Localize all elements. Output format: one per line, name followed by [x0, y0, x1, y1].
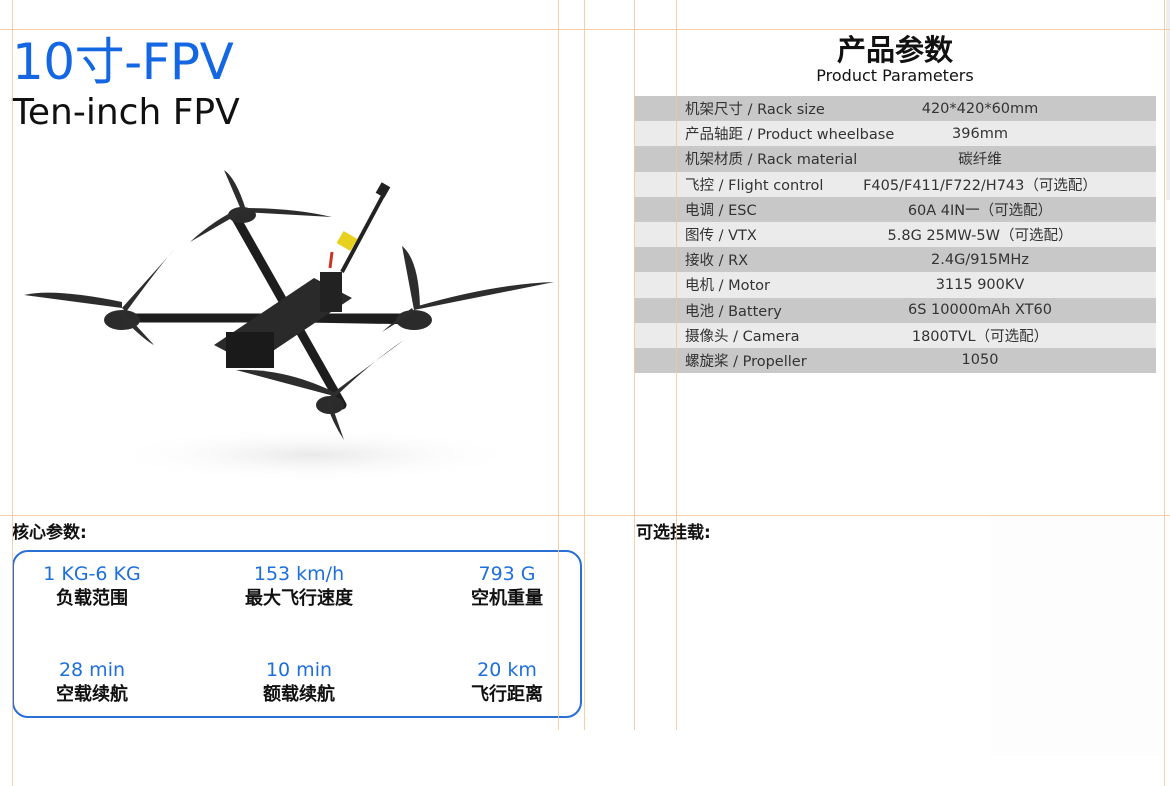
param-value: 1050	[961, 352, 999, 369]
core-param-weight: 793 G 空机重量	[427, 562, 587, 612]
core-param-empty-endurance: 28 min 空载续航	[12, 658, 172, 708]
table-row: 图传 / VTX 5.8G 25MW-5W（可选配）	[634, 221, 1156, 248]
param-value: 396mm	[952, 125, 1008, 142]
core-param-value: 1 KG-6 KG	[43, 563, 141, 585]
param-key: 接收 / RX	[685, 253, 749, 270]
table-row: 电调 / ESC 60A 4IN一（可选配）	[634, 196, 1156, 222]
drone-icon	[24, 170, 554, 483]
core-param-value: 28 min	[58, 659, 126, 681]
product-title-en: Ten-inch FPV	[12, 92, 240, 133]
core-param-value: 793 G	[478, 563, 536, 585]
param-key: 机架尺寸 / Rack size	[685, 102, 825, 119]
table-row: 飞控 / Flight control F405/F411/F722/H743（可…	[634, 171, 1156, 197]
param-value: 1800TVL（可选配）	[911, 328, 1049, 345]
core-params-box: 1 KG-6 KG 负载范围 153 km/h 最大飞行速度 793 G 空机重…	[12, 550, 582, 718]
guide-line-vertical	[1164, 0, 1165, 786]
optional-payload-label: 可选挂载:	[636, 523, 711, 543]
core-param-label: 最大飞行速度	[245, 588, 353, 609]
guide-line-vertical	[634, 0, 635, 730]
core-param-value: 10 min	[265, 659, 333, 681]
core-param-loaded-endurance: 10 min 额载续航	[219, 658, 379, 708]
core-param-label: 飞行距离	[471, 684, 543, 705]
table-row: 产品轴距 / Product wheelbase 396mm	[634, 121, 1156, 147]
param-key: 电机 / Motor	[685, 278, 771, 295]
table-row: 机架材质 / Rack material 碳纤维	[634, 146, 1156, 172]
core-param-value: 153 km/h	[253, 563, 345, 585]
param-key: 图传 / VTX	[685, 228, 757, 245]
params-table: 机架尺寸 / Rack size 420*420*60mm 产品轴距 / Prod…	[634, 96, 1156, 374]
core-param-label: 空机重量	[471, 588, 543, 609]
core-param-label: 负载范围	[56, 588, 128, 609]
page-edge-shadow	[1166, 0, 1170, 200]
param-value: 3115 900KV	[935, 276, 1025, 293]
params-title-en: Product Parameters	[816, 66, 974, 85]
param-value: 420*420*60mm	[921, 100, 1039, 117]
table-row: 电机 / Motor 3115 900KV	[634, 272, 1156, 298]
guide-line-vertical	[558, 0, 559, 730]
table-row: 电池 / Battery 6S 10000mAh XT60	[634, 297, 1156, 323]
core-param-label: 额载续航	[263, 684, 335, 705]
table-row: 接收 / RX 2.4G/915MHz	[634, 247, 1156, 273]
table-row: 机架尺寸 / Rack size 420*420*60mm	[634, 96, 1156, 122]
param-key: 机架材质 / Rack material	[685, 152, 858, 169]
param-key: 螺旋桨 / Propeller	[685, 353, 807, 370]
param-value: 2.4G/915MHz	[931, 251, 1029, 268]
param-key: 飞控 / Flight control	[685, 177, 824, 194]
core-param-max-speed: 153 km/h 最大飞行速度	[219, 562, 379, 612]
optional-payload-area	[990, 516, 1160, 756]
guide-line-vertical	[584, 0, 585, 730]
param-key: 电池 / Battery	[685, 303, 782, 320]
guide-line-horizontal	[0, 29, 1170, 30]
core-params-label: 核心参数:	[12, 523, 87, 543]
core-param-payload: 1 KG-6 KG 负载范围	[12, 562, 172, 612]
param-value: 60A 4IN一（可选配）	[907, 202, 1053, 219]
guide-line-vertical	[676, 0, 677, 730]
param-value: 5.8G 25MW-5W（可选配）	[887, 228, 1073, 245]
param-key: 电调 / ESC	[685, 202, 757, 219]
product-image	[14, 160, 562, 485]
core-param-range: 20 km 飞行距离	[427, 658, 587, 708]
guide-line-vertical	[12, 0, 13, 786]
param-key: 产品轴距 / Product wheelbase	[685, 127, 895, 144]
guide-line-horizontal	[0, 515, 1170, 516]
params-title-cn: 产品参数	[836, 33, 953, 67]
table-row: 螺旋桨 / Propeller 1050	[634, 347, 1156, 374]
param-value: 碳纤维	[958, 152, 1002, 169]
param-value: F405/F411/F722/H743（可选配）	[863, 177, 1097, 194]
param-value: 6S 10000mAh XT60	[908, 302, 1052, 319]
param-key: 摄像头 / Camera	[685, 328, 800, 345]
core-param-value: 20 km	[477, 659, 537, 681]
table-row: 摄像头 / Camera 1800TVL（可选配）	[634, 322, 1156, 348]
core-param-label: 空载续航	[56, 684, 128, 705]
product-title-cn: 10寸-FPV	[12, 33, 234, 91]
